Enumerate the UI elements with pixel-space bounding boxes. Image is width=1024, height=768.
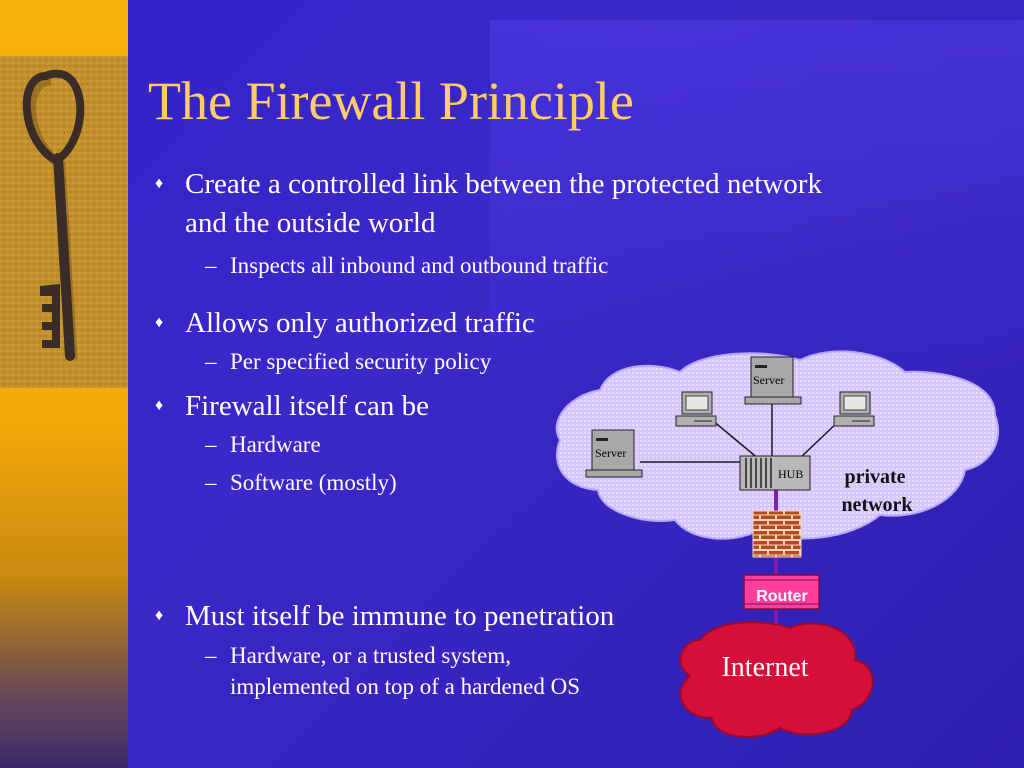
server-top: Server <box>744 356 802 405</box>
background-glow <box>490 20 1024 410</box>
internet-label: Internet <box>721 652 808 683</box>
bullet-diamond-icon: ♦ <box>155 397 164 414</box>
hub-label: HUB <box>778 467 803 481</box>
internet-cloud <box>679 621 874 738</box>
bullet-text: Create a controlled link between the pro… <box>185 168 822 200</box>
bullet-diamond-icon: ♦ <box>155 175 164 192</box>
router: Router <box>743 574 820 610</box>
network-links <box>640 402 841 463</box>
computer-icon <box>833 391 875 427</box>
bullet-text: Firewall itself can be <box>185 390 429 422</box>
sub-bullet-text: implemented on top of a hardened OS <box>230 674 581 699</box>
server-label: Server <box>753 373 784 387</box>
bullet-text: Allows only authorized traffic <box>185 307 535 339</box>
computer-icon <box>675 391 717 427</box>
server-label: Server <box>595 446 626 460</box>
sub-bullet-dash: – <box>205 349 217 374</box>
private-network-cloud <box>555 350 1000 540</box>
slide-title: The Firewall Principle <box>148 71 634 131</box>
sub-bullet-text: Per specified security policy <box>230 349 492 374</box>
server-left: Server <box>585 429 643 478</box>
router-label: Router <box>756 588 808 605</box>
sub-bullet-dash: – <box>205 253 217 278</box>
bullet-text: and the outside world <box>185 207 436 239</box>
sub-bullet-dash: – <box>205 643 217 668</box>
sub-bullet-text: Inspects all inbound and outbound traffi… <box>230 253 609 278</box>
sub-bullet-text: Hardware <box>230 432 321 457</box>
bullet-diamond-icon: ♦ <box>155 314 164 331</box>
sub-bullet-dash: – <box>205 470 217 495</box>
key-image <box>0 56 128 388</box>
sub-bullet-dash: – <box>205 432 217 457</box>
bullet-diamond-icon: ♦ <box>155 607 164 624</box>
bullet-text: Must itself be immune to penetration <box>185 600 615 632</box>
firewall-brick-wall <box>752 510 802 558</box>
private-network-label: private <box>844 466 905 488</box>
network-diagram: Server Server <box>555 350 1000 738</box>
sub-bullet-text: Hardware, or a trusted system, <box>230 643 512 668</box>
sub-bullet-text: Software (mostly) <box>230 470 397 495</box>
private-network-label: network <box>841 494 913 516</box>
hub: HUB <box>739 455 811 491</box>
